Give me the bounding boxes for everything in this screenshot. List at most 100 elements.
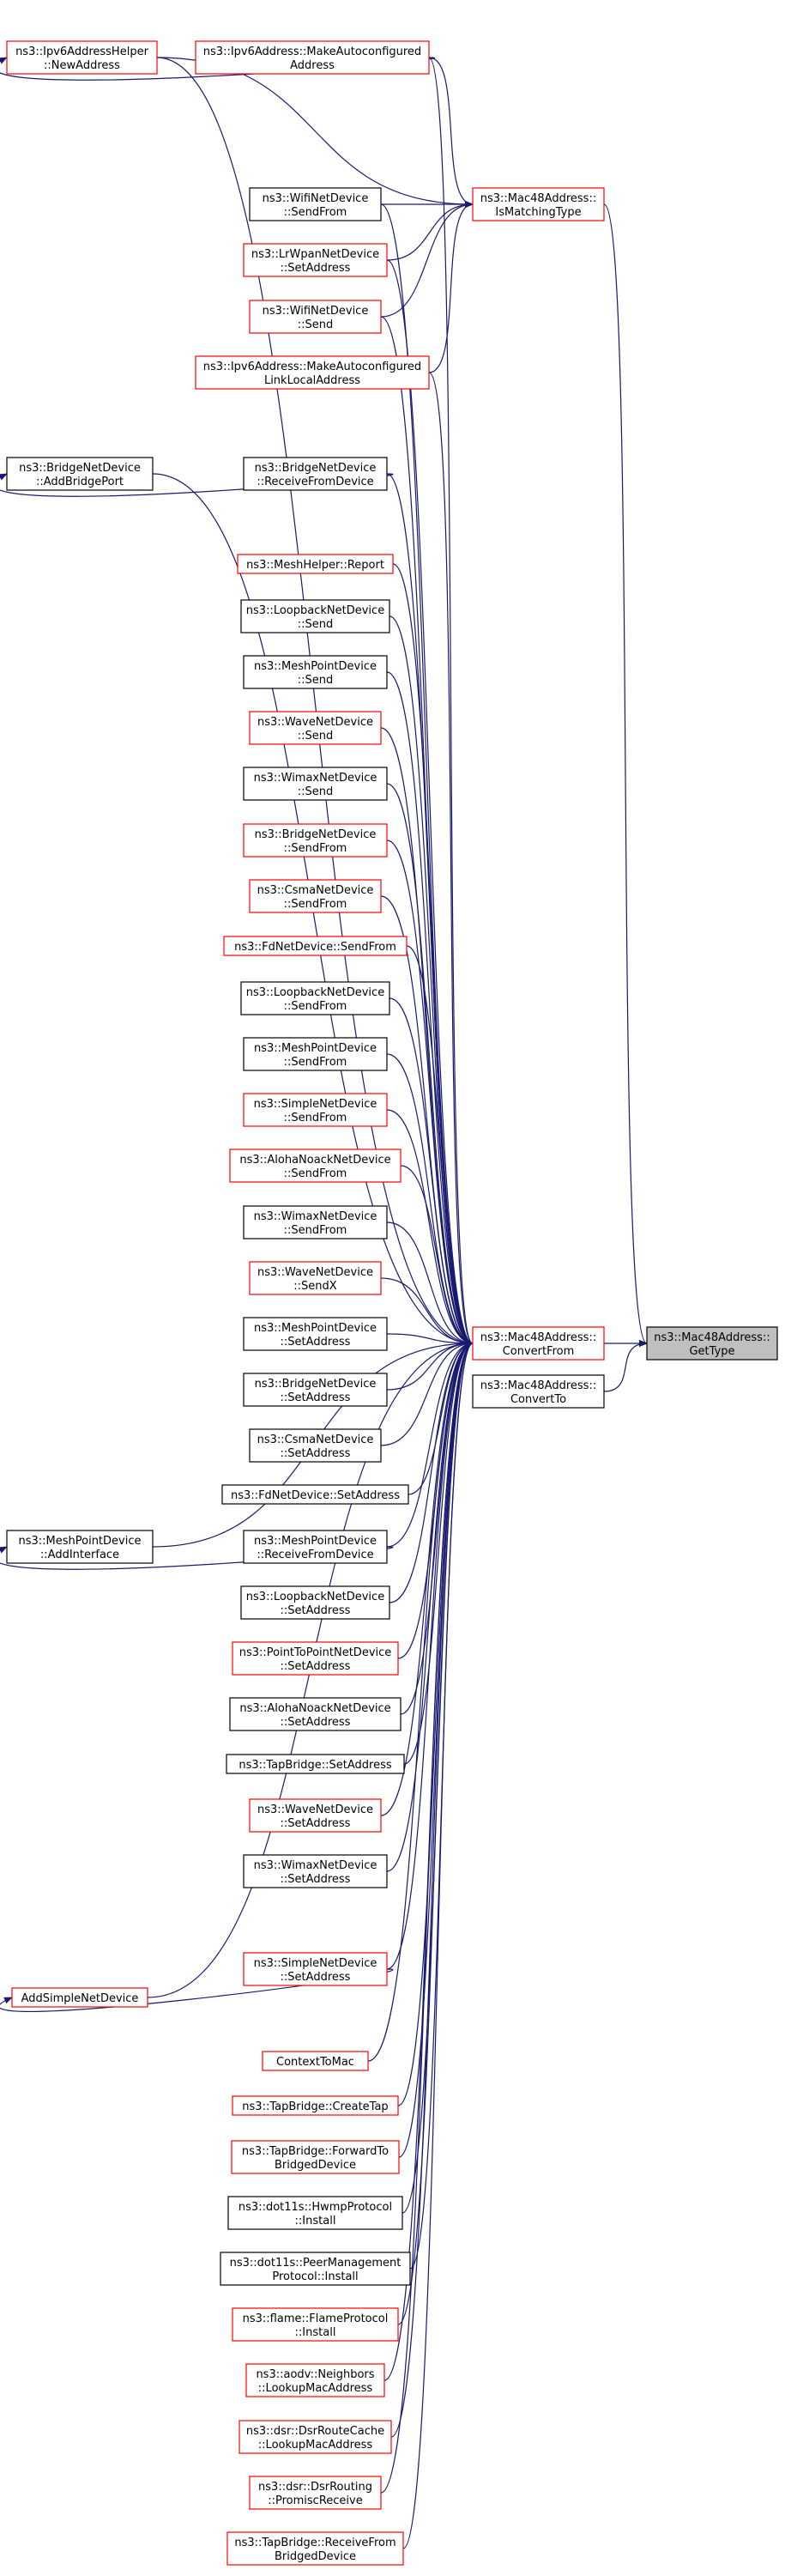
edge-loopSendFrom-to-convertFrom xyxy=(389,997,474,1347)
node-label-line: ns3::BridgeNetDevice xyxy=(255,828,377,841)
node-box xyxy=(226,2531,404,2566)
node-label-line: ContextToMac xyxy=(276,2056,354,2069)
node-simpleSendFrom[interactable]: ns3::SimpleNetDevice::SendFrom xyxy=(243,1093,388,1127)
node-label-line: ns3::FdNetDevice::SendFrom xyxy=(234,941,396,954)
edge-tapRecvBridged-to-convertFrom xyxy=(402,1340,474,2549)
node-ipv6MakeLink[interactable]: ns3::Ipv6Address::MakeAutoconfiguredLink… xyxy=(195,355,430,390)
node-convertFrom[interactable]: ns3::Mac48Address::ConvertFrom xyxy=(472,1326,605,1361)
node-contextToMac[interactable]: ContextToMac xyxy=(262,2051,369,2071)
node-box xyxy=(240,599,390,633)
nodes-layer: ns3::Mac48Address::GetTypens3::Mac48Addr… xyxy=(6,40,778,2566)
edge-ipv6NewAddr-to-convertFrom xyxy=(156,57,474,1347)
node-wimaxSend[interactable]: ns3::WimaxNetDevice::Send xyxy=(243,767,388,801)
node-label-line: ::SetAddress xyxy=(281,1604,351,1617)
node-isMatching[interactable]: ns3::Mac48Address::IsMatchingType xyxy=(472,187,605,221)
edge-bridgeSendFrom-to-convertFrom xyxy=(386,839,474,1347)
node-box xyxy=(220,2252,411,2286)
edge-meshPtSetAddr-to-convertFrom xyxy=(386,1333,474,1347)
node-meshPtSend[interactable]: ns3::MeshPointDevice::Send xyxy=(243,655,388,689)
node-flameInstall[interactable]: ns3::flame::FlameProtocol::Install xyxy=(232,2307,399,2342)
node-waveSend[interactable]: ns3::WaveNetDevice::Send xyxy=(249,711,382,745)
node-label-line: ns3::WimaxNetDevice xyxy=(254,772,377,785)
node-aodvLookup[interactable]: ns3::aodv::Neighbors::LookupMacAddress xyxy=(245,2363,385,2397)
node-label-line: ns3::aodv::Neighbors xyxy=(256,2368,374,2381)
node-box xyxy=(243,243,388,277)
node-hwmpInstall[interactable]: ns3::dot11s::HwmpProtocol::Install xyxy=(227,2196,403,2230)
node-label-line: ns3::BridgeNetDevice xyxy=(255,462,377,475)
node-label-line: ns3::LrWpanNetDevice xyxy=(251,248,379,261)
node-dsrCacheLookup[interactable]: ns3::dsr::DsrRouteCache::LookupMacAddres… xyxy=(239,2420,392,2454)
node-wimaxSendFrom[interactable]: ns3::WimaxNetDevice::SendFrom xyxy=(243,1205,388,1240)
node-box xyxy=(243,1205,388,1240)
node-label-line: ::SendFrom xyxy=(284,1056,347,1069)
edge-simpleSetAddr-to-convertFrom xyxy=(386,1340,474,1970)
node-alohaSetAddr[interactable]: ns3::AlohaNoackNetDevice::SetAddress xyxy=(229,1697,402,1731)
node-label-line: ::SendFrom xyxy=(284,842,347,855)
node-bridgeAddPort[interactable]: ns3::BridgeNetDevice::AddBridgePort xyxy=(6,457,154,491)
node-box xyxy=(245,2363,385,2397)
node-csmaSetAddr[interactable]: ns3::CsmaNetDevice::SetAddress xyxy=(249,1428,382,1463)
node-meshAddIf[interactable]: ns3::MeshPointDevice::AddInterface xyxy=(6,1530,154,1564)
node-label-line: ::LookupMacAddress xyxy=(258,2439,373,2452)
node-label-line: ns3::LoopbackNetDevice xyxy=(246,986,384,999)
node-label-line: ns3::TapBridge::SetAddress xyxy=(239,1759,392,1772)
node-getType[interactable]: ns3::Mac48Address::GetType xyxy=(646,1326,778,1361)
node-wifiSendFrom[interactable]: ns3::WifiNetDevice::SendFrom xyxy=(249,187,382,221)
node-addSimple[interactable]: AddSimpleNetDevice xyxy=(11,1987,148,2008)
node-bridgeSendFrom[interactable]: ns3::BridgeNetDevice::SendFrom xyxy=(243,823,388,858)
node-meshReport[interactable]: ns3::MeshHelper::Report xyxy=(237,554,394,574)
node-fdSendFrom[interactable]: ns3::FdNetDevice::SendFrom xyxy=(223,936,408,956)
node-ipv6NewAddr[interactable]: ns3::Ipv6AddressHelper::NewAddress xyxy=(6,40,158,75)
node-loopSendFrom[interactable]: ns3::LoopbackNetDevice::SendFrom xyxy=(240,981,390,1015)
node-bridgeRecv[interactable]: ns3::BridgeNetDevice::ReceiveFromDevice xyxy=(243,457,388,491)
node-label-line: ::PromiscReceive xyxy=(268,2494,362,2507)
node-meshPtSetAddr[interactable]: ns3::MeshPointDevice::SetAddress xyxy=(243,1317,388,1351)
node-box xyxy=(262,2051,369,2071)
node-label-line: ns3::LoopbackNetDevice xyxy=(246,1591,384,1603)
node-csmaSendFrom[interactable]: ns3::CsmaNetDevice::SendFrom xyxy=(249,879,382,913)
node-waveSendX[interactable]: ns3::WaveNetDevice::SendX xyxy=(249,1261,382,1295)
edge-ipv6NewAddr-to-isMatching xyxy=(156,57,474,208)
node-lrwpanSetAddr[interactable]: ns3::LrWpanNetDevice::SetAddress xyxy=(243,243,388,277)
node-loopSetAddr[interactable]: ns3::LoopbackNetDevice::SetAddress xyxy=(240,1585,390,1620)
node-dsrPromisc[interactable]: ns3::dsr::DsrRouting::PromiscReceive xyxy=(249,2476,382,2510)
node-fdSetAddr[interactable]: ns3::FdNetDevice::SetAddress xyxy=(221,1484,409,1505)
edges-layer xyxy=(0,57,648,2549)
node-convertTo[interactable]: ns3::Mac48Address::ConvertTo xyxy=(472,1374,605,1409)
node-box xyxy=(243,1373,388,1407)
node-box xyxy=(232,1641,399,1676)
node-tapSetAddr[interactable]: ns3::TapBridge::SetAddress xyxy=(226,1754,405,1774)
edge-meshPtSendFrom-to-convertFrom xyxy=(386,1053,474,1347)
node-p2pSetAddr[interactable]: ns3::PointToPointNetDevice::SetAddress xyxy=(232,1641,399,1676)
node-box xyxy=(237,554,394,574)
node-box xyxy=(243,823,388,858)
node-meshPtRecv[interactable]: ns3::MeshPointDevice::ReceiveFromDevice xyxy=(243,1530,388,1564)
node-label-line: ::AddBridgePort xyxy=(36,476,124,488)
node-wimaxSetAddr[interactable]: ns3::WimaxNetDevice::SetAddress xyxy=(243,1854,388,1888)
node-label-line: ns3::Ipv6AddressHelper xyxy=(15,45,149,58)
edge-bridgeSetAddr-to-convertFrom xyxy=(386,1340,474,1391)
node-label-line: ns3::Mac48Address:: xyxy=(654,1331,770,1344)
node-label-line: ns3::dot11s::HwmpProtocol xyxy=(239,2201,392,2214)
node-simpleSetAddr[interactable]: ns3::SimpleNetDevice::SetAddress xyxy=(243,1952,388,1986)
node-peerInstall[interactable]: ns3::dot11s::PeerManagementProtocol::Ins… xyxy=(220,2252,411,2286)
node-bridgeSetAddr[interactable]: ns3::BridgeNetDevice::SetAddress xyxy=(243,1373,388,1407)
edge-loopSend-to-convertFrom xyxy=(389,615,474,1347)
node-waveSetAddr[interactable]: ns3::WaveNetDevice::SetAddress xyxy=(249,1798,382,1833)
node-label-line: ::SetAddress xyxy=(281,1716,351,1729)
edge-alohaSendFrom-to-convertFrom xyxy=(400,1165,474,1347)
node-alohaSendFrom[interactable]: ns3::AlohaNoackNetDevice::SendFrom xyxy=(229,1149,402,1183)
edge-simpleSendFrom-to-convertFrom xyxy=(386,1109,474,1347)
node-box xyxy=(243,1317,388,1351)
edge-contextToMac-to-convertFrom xyxy=(367,1340,474,2062)
node-tapCreate[interactable]: ns3::TapBridge::CreateTap xyxy=(232,2095,399,2116)
node-label-line: ns3::PointToPointNetDevice xyxy=(239,1646,392,1659)
node-label-line: ns3::dsr::DsrRouting xyxy=(258,2481,372,2494)
node-wifiSend[interactable]: ns3::WifiNetDevice::Send xyxy=(249,300,382,334)
edge-bridgeRecv-to-convertFrom xyxy=(386,473,474,1347)
node-loopSend[interactable]: ns3::LoopbackNetDevice::Send xyxy=(240,599,390,633)
node-meshPtSendFrom[interactable]: ns3::MeshPointDevice::SendFrom xyxy=(243,1037,388,1071)
node-ipv6MakeAuto[interactable]: ns3::Ipv6Address::MakeAutoconfiguredAddr… xyxy=(195,40,430,75)
